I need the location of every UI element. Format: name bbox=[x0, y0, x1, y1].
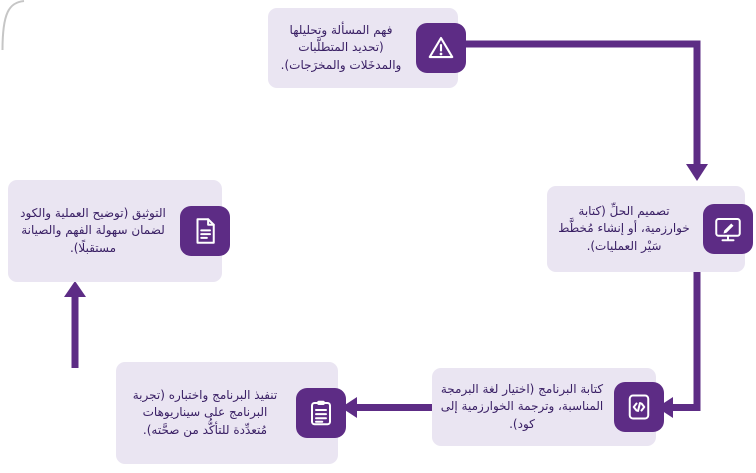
step-text: التوثيق (توضيح العملية والكود لضمان سهول… bbox=[20, 205, 166, 255]
arrow-understand-to-design bbox=[464, 40, 708, 181]
step-card-understand-problem: فهم المسألة وتحليلها (تحديد المتطلَّبات … bbox=[268, 8, 466, 88]
step-card-run-and-test: تنفيذ البرنامج واختباره (تجربة البرنامج … bbox=[116, 362, 346, 464]
checklist-clipboard-icon bbox=[296, 388, 346, 438]
step-card-design-solution: تصميم الحلِّ (كتابة خوارزمية، أو إنشاء م… bbox=[547, 186, 753, 272]
warning-icon bbox=[416, 23, 466, 73]
step-card-write-program: كتابة البرنامج (اختيار لغة البرمجة المنا… bbox=[432, 368, 664, 446]
step-text: كتابة البرنامج (اختيار لغة البرمجة المنا… bbox=[440, 381, 604, 431]
document-icon bbox=[180, 206, 230, 256]
step-text: تنفيذ البرنامج واختباره (تجربة البرنامج … bbox=[132, 387, 278, 437]
arrow-write-to-test bbox=[341, 397, 432, 418]
code-window-icon bbox=[614, 382, 664, 432]
step-text: فهم المسألة وتحليلها (تحديد المتطلَّبات … bbox=[280, 22, 402, 72]
monitor-pencil-icon bbox=[703, 204, 753, 254]
arrow-test-to-document bbox=[64, 281, 86, 368]
step-text: تصميم الحلِّ (كتابة خوارزمية، أو إنشاء م… bbox=[558, 203, 690, 253]
page-corner-decoration bbox=[1, 0, 25, 51]
step-card-documentation: التوثيق (توضيح العملية والكود لضمان سهول… bbox=[8, 180, 230, 282]
